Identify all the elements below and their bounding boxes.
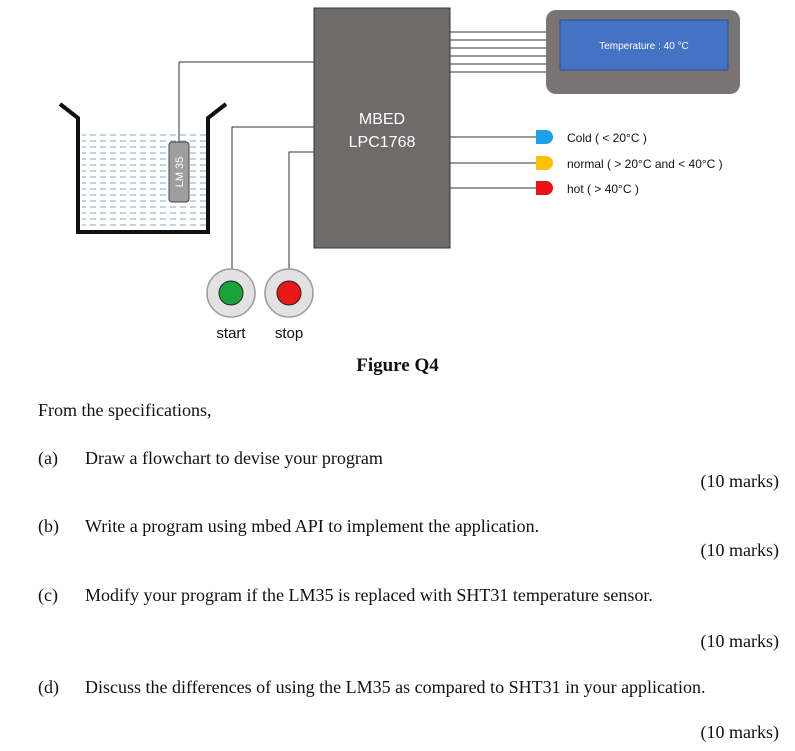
question-d-text: Discuss the differences of using the LM3… xyxy=(85,677,706,697)
question-b-label: (b) xyxy=(38,516,59,536)
beaker xyxy=(58,102,228,234)
stop-wire xyxy=(288,151,314,270)
stop-label: stop xyxy=(275,325,303,342)
question-d-label: (d) xyxy=(38,677,59,697)
figure-caption: Figure Q4 xyxy=(356,355,439,376)
mcu-label-line1: MBED xyxy=(359,111,405,128)
display-bus xyxy=(450,31,546,73)
question-c-text: Modify your program if the LM35 is repla… xyxy=(85,585,653,605)
question-c-marks: (10 marks) xyxy=(700,631,779,651)
circuit-diagram: LM 35 MBED LPC1768 Temperature : 40 °C C… xyxy=(58,7,740,342)
question-a-marks: (10 marks) xyxy=(700,471,779,491)
led-hot-label: hot ( > 40°C ) xyxy=(567,182,639,196)
start-button-cap xyxy=(218,280,244,306)
led-normal-label: normal ( > 20°C and < 40°C ) xyxy=(567,157,723,171)
start-wire xyxy=(231,126,314,270)
sensor-label: LM 35 xyxy=(174,157,186,188)
led-normal xyxy=(536,156,553,170)
question-b-text: Write a program using mbed API to implem… xyxy=(85,516,540,536)
lm35-sensor xyxy=(168,141,190,203)
led-wires xyxy=(450,136,536,189)
question-a-text: Draw a flowchart to devise your program xyxy=(85,448,383,468)
mcu-label-line2: LPC1768 xyxy=(349,134,416,151)
start-label: start xyxy=(216,325,246,342)
mbed-board xyxy=(313,7,451,249)
led-cold-label: Cold ( < 20°C ) xyxy=(567,131,647,145)
question-a-label: (a) xyxy=(38,448,58,468)
question-c-label: (c) xyxy=(38,585,58,605)
question-d-marks: (10 marks) xyxy=(700,722,779,742)
stop-button-cap xyxy=(276,280,302,306)
intro-text: From the specifications, xyxy=(38,400,212,420)
display-text: Temperature : 40 °C xyxy=(599,41,689,52)
lcd-screen xyxy=(559,19,729,71)
question-b-marks: (10 marks) xyxy=(700,540,779,560)
led-hot xyxy=(536,181,553,195)
led-cold xyxy=(536,130,553,144)
